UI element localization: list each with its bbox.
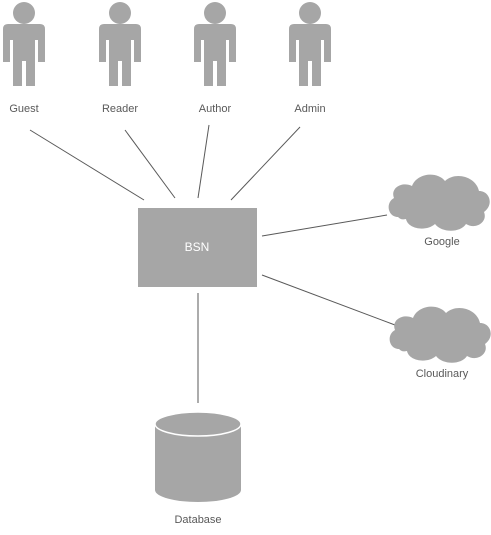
author-label: Author [198,103,232,115]
connector-bsn-google [261,214,388,237]
connector-reader-bsn [124,129,176,199]
admin-label: Admin [294,103,326,115]
connector-admin-bsn [230,126,301,201]
bsn-system-box [138,208,257,287]
cloudinary-cloud-icon [389,306,491,363]
reader-actor-icon [99,2,141,86]
connector-guest-bsn [29,129,145,201]
guest-actor-icon [3,2,45,86]
bsn-system-label: BSN [184,240,210,254]
connector-author-bsn [197,124,210,199]
google-cloud-icon [388,174,490,231]
database-label: Database [174,514,222,526]
database-cylinder-icon [154,411,242,502]
connector-bsn-cloudinary [261,274,396,326]
admin-actor-icon [289,2,331,86]
google-label: Google [424,236,460,248]
author-actor-icon [194,2,236,86]
cloudinary-label: Cloudinary [415,368,469,380]
reader-label: Reader [101,103,139,115]
guest-label: Guest [9,103,39,115]
